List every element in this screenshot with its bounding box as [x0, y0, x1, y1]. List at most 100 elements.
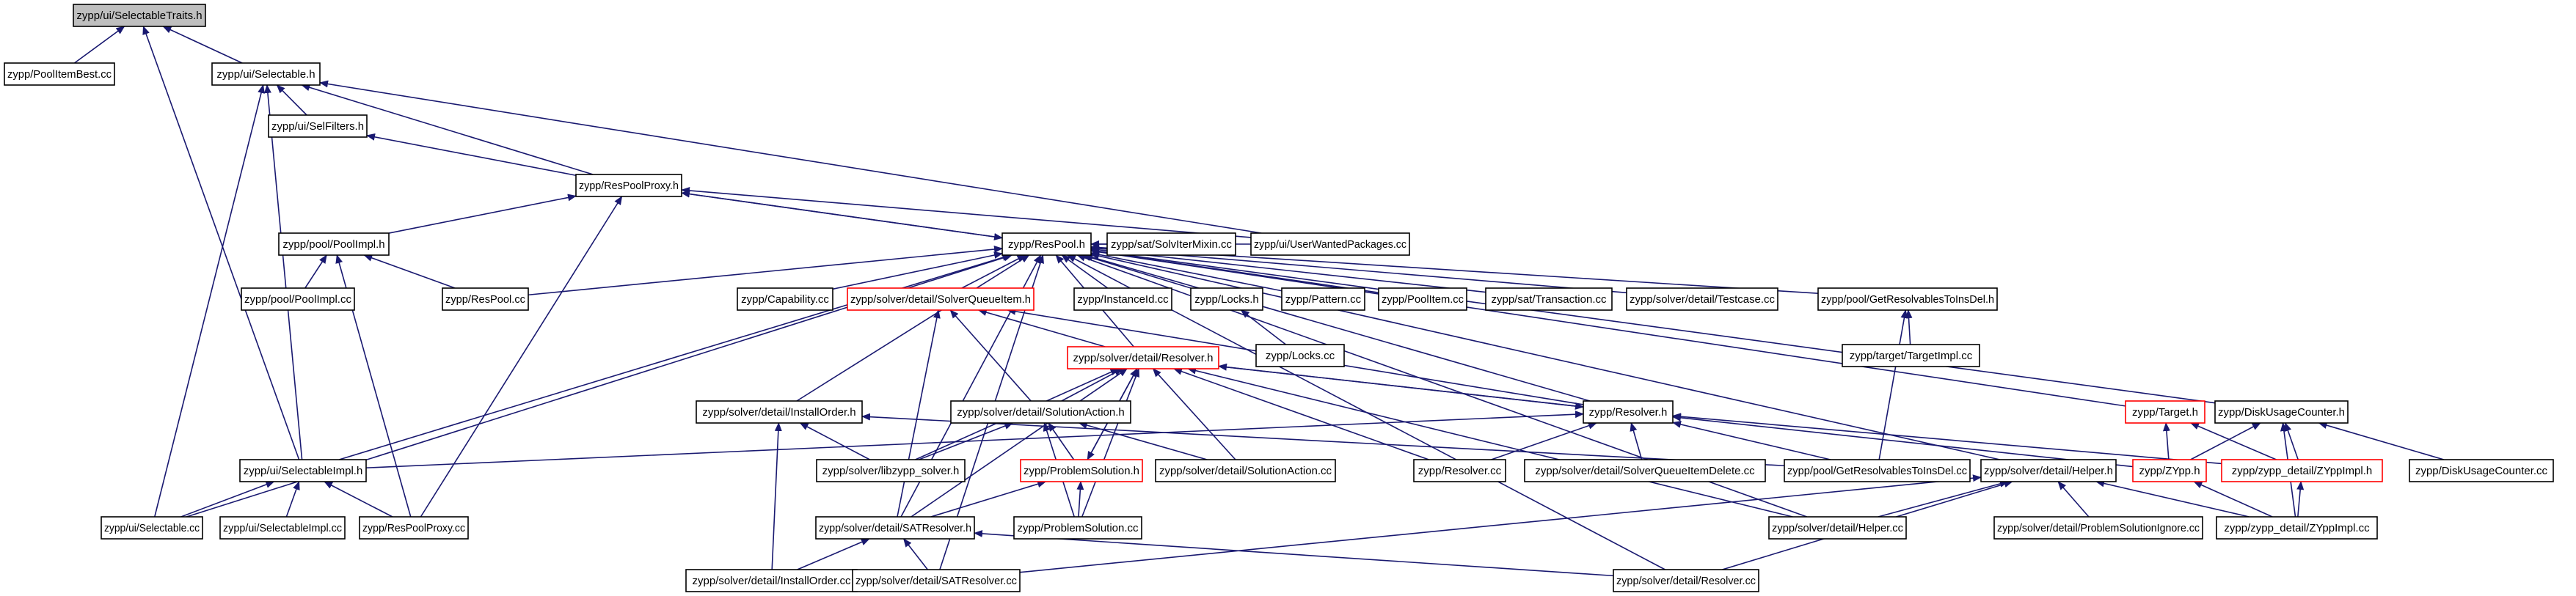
- node-capability-cc[interactable]: zypp/Capability.cc: [737, 287, 833, 311]
- edge-respoolproxy_h-to-poolimpl_h: [388, 194, 577, 234]
- node-poolitembest-cc[interactable]: zypp/PoolItemBest.cc: [4, 62, 115, 86]
- edge-line: [324, 481, 393, 518]
- node-label: zypp/solver/detail/InstallOrder.cc: [693, 575, 851, 587]
- node-target-h[interactable]: zypp/Target.h: [2125, 400, 2205, 424]
- edge-line: [2193, 481, 2273, 518]
- node-respool-h[interactable]: zypp/ResPool.h: [1001, 232, 1092, 256]
- node-box: [737, 287, 833, 311]
- node-box: [847, 287, 1035, 311]
- edge-helper_h-to-helper_cc: [1878, 480, 2009, 518]
- node-locks-cc[interactable]: zypp/Locks.cc: [1255, 344, 1345, 367]
- node-detail-resolver-h[interactable]: zypp/solver/detail/Resolver.h: [1067, 346, 1219, 369]
- node-resolver-cc[interactable]: zypp/Resolver.cc: [1413, 459, 1506, 482]
- edge-line: [2190, 422, 2277, 460]
- node-respoolproxy-h[interactable]: zypp/ResPoolProxy.h: [575, 174, 682, 197]
- edge-selectabletraits_h-to-selectableimpl_h: [142, 26, 300, 460]
- node-box: [359, 516, 469, 540]
- node-installorder-cc[interactable]: zypp/solver/detail/InstallOrder.cc: [685, 569, 858, 592]
- edge-line: [1081, 254, 1192, 289]
- node-satresolver-cc[interactable]: zypp/solver/detail/SATResolver.cc: [852, 569, 1021, 592]
- node-zyppimpl-h[interactable]: zypp/zypp_detail/ZYppImpl.h: [2221, 459, 2383, 482]
- node-installorder-h[interactable]: zypp/solver/detail/InstallOrder.h: [696, 400, 863, 424]
- node-box: [852, 569, 1021, 592]
- node-solverqueueitemdelete-cc[interactable]: zypp/solver/detail/SolverQueueItemDelete…: [1524, 459, 1766, 482]
- node-label: zypp/ProblemSolution.h: [1024, 465, 1139, 477]
- node-solutionaction-cc[interactable]: zypp/solver/detail/SolutionAction.cc: [1155, 459, 1336, 482]
- node-testcase-cc[interactable]: zypp/solver/detail/Testcase.cc: [1626, 287, 1778, 311]
- node-zypp-h[interactable]: zypp/ZYpp.h: [2132, 459, 2207, 482]
- node-box: [1485, 287, 1613, 311]
- node-poolimpl-cc[interactable]: zypp/pool/PoolImpl.cc: [241, 287, 355, 311]
- node-selectable-cc[interactable]: zypp/ui/Selectable.cc: [101, 516, 203, 540]
- edge-diskusagecounter_h-to-diskusagecounter_cc: [2318, 422, 2445, 460]
- node-label: zypp/PoolItemBest.cc: [7, 68, 112, 81]
- edge-line: [771, 422, 782, 570]
- edge-line: [832, 251, 1003, 290]
- node-respool-cc[interactable]: zypp/ResPool.cc: [442, 287, 529, 311]
- node-satresolver-h[interactable]: zypp/solver/detail/SATResolver.h: [815, 516, 975, 540]
- node-userwantedpackages-cc[interactable]: zypp/ui/UserWantedPackages.cc: [1250, 232, 1410, 256]
- edge-line: [1878, 480, 2009, 518]
- edge-line: [304, 254, 327, 289]
- edge-respool_h-to-capability_cc: [832, 251, 1003, 290]
- node-label: zypp/solver/detail/SolverQueueItem.h: [850, 293, 1031, 306]
- edge-detail_resolver_h-to-solutionaction_h: [1061, 368, 1123, 402]
- node-locks-h[interactable]: zypp/Locks.h: [1190, 287, 1263, 311]
- node-getresolvablestoinsdel-h[interactable]: zypp/pool/GetResolvablesToInsDel.h: [1817, 287, 1998, 311]
- node-problemsolutionignore-cc[interactable]: zypp/solver/detail/ProblemSolutionIgnore…: [1993, 516, 2203, 540]
- edge-satresolver_h-to-detail_resolver_cc: [974, 529, 1614, 577]
- node-resolver-h[interactable]: zypp/Resolver.h: [1583, 400, 1674, 424]
- node-diskusagecounter-h[interactable]: zypp/DiskUsageCounter.h: [2214, 400, 2349, 424]
- edge-resolver_h-to-getresolvablestoinsdel_cc: [1672, 421, 1831, 460]
- node-pattern-cc[interactable]: zypp/Pattern.cc: [1281, 287, 1365, 311]
- node-zyppimpl-cc[interactable]: zypp/zypp_detail/ZYppImpl.cc: [2216, 516, 2378, 540]
- node-box: [1626, 287, 1778, 311]
- node-selectableimpl-h[interactable]: zypp/ui/SelectableImpl.h: [239, 459, 367, 482]
- edge-detail_resolver_h-to-problemsolution_cc: [1081, 368, 1139, 518]
- node-box: [2409, 459, 2554, 482]
- node-selectabletraits-h[interactable]: zypp/ui/SelectableTraits.h: [73, 4, 206, 27]
- node-solutionaction-h[interactable]: zypp/solver/detail/SolutionAction.h: [950, 400, 1131, 424]
- edge-line: [1048, 422, 1075, 460]
- node-helper-cc[interactable]: zypp/solver/detail/Helper.cc: [1768, 516, 1907, 540]
- node-respoolproxy-cc[interactable]: zypp/ResPoolProxy.cc: [359, 516, 469, 540]
- edge-helper_h-to-problemsolutionignore_cc: [2057, 481, 2090, 518]
- edge-line: [2057, 481, 2090, 518]
- node-box: [2214, 400, 2349, 424]
- node-helper-h[interactable]: zypp/solver/detail/Helper.h: [1980, 459, 2117, 482]
- node-label: zypp/ResPoolProxy.cc: [362, 522, 465, 534]
- node-poolitem-cc[interactable]: zypp/PoolItem.cc: [1378, 287, 1467, 311]
- node-box: [1413, 459, 1506, 482]
- edge-respool_h-to-solverqueueitem_h: [961, 254, 1026, 289]
- node-selectableimpl-cc[interactable]: zypp/ui/SelectableImpl.cc: [219, 516, 346, 540]
- node-problemsolution-cc[interactable]: zypp/ProblemSolution.cc: [1013, 516, 1142, 540]
- edge-line: [1078, 422, 1208, 460]
- edge-zyppimpl_h-to-zyppimpl_cc: [2296, 481, 2305, 518]
- node-solvitermixin-cc[interactable]: zypp/sat/SolvIterMixin.cc: [1106, 232, 1236, 256]
- node-selfilters-h[interactable]: zypp/ui/SelFilters.h: [268, 114, 368, 138]
- node-box: [685, 569, 858, 592]
- node-label: zypp/solver/detail/SATResolver.cc: [855, 575, 1017, 587]
- node-label: zypp/ui/Selectable.h: [216, 68, 315, 81]
- node-box: [1281, 287, 1365, 311]
- edge-line: [162, 26, 243, 64]
- node-problemsolution-h[interactable]: zypp/ProblemSolution.h: [1020, 459, 1143, 482]
- node-box: [1842, 344, 1980, 367]
- node-selectable-h[interactable]: zypp/ui/Selectable.h: [211, 62, 321, 86]
- node-instanceid-cc[interactable]: zypp/InstanceId.cc: [1073, 287, 1172, 311]
- node-detail-resolver-cc[interactable]: zypp/solver/detail/Resolver.cc: [1613, 569, 1759, 592]
- edge-line: [1672, 413, 2134, 468]
- edge-line: [1090, 251, 1282, 292]
- edge-respool_h-to-target_h: [1090, 248, 2126, 407]
- node-poolimpl-h[interactable]: zypp/pool/PoolImpl.h: [278, 232, 390, 256]
- node-transaction-cc[interactable]: zypp/sat/Transaction.cc: [1485, 287, 1613, 311]
- edge-line: [366, 133, 577, 177]
- node-getresolvablestoinsdel-cc[interactable]: zypp/pool/GetResolvablesToInsDel.cc: [1784, 459, 1971, 482]
- node-solverqueueitem-h[interactable]: zypp/solver/detail/SolverQueueItem.h: [847, 287, 1035, 311]
- node-diskusagecounter-cc[interactable]: zypp/DiskUsageCounter.cc: [2409, 459, 2554, 482]
- edge-line: [1672, 413, 2222, 465]
- edge-line: [1152, 368, 1236, 460]
- node-libzypp-solver-h[interactable]: zypp/solver/libzypp_solver.h: [816, 459, 966, 482]
- node-targetimpl-cc[interactable]: zypp/target/TargetImpl.cc: [1842, 344, 1980, 367]
- edge-solverqueueitem_h-to-solutionaction_h: [949, 309, 1032, 402]
